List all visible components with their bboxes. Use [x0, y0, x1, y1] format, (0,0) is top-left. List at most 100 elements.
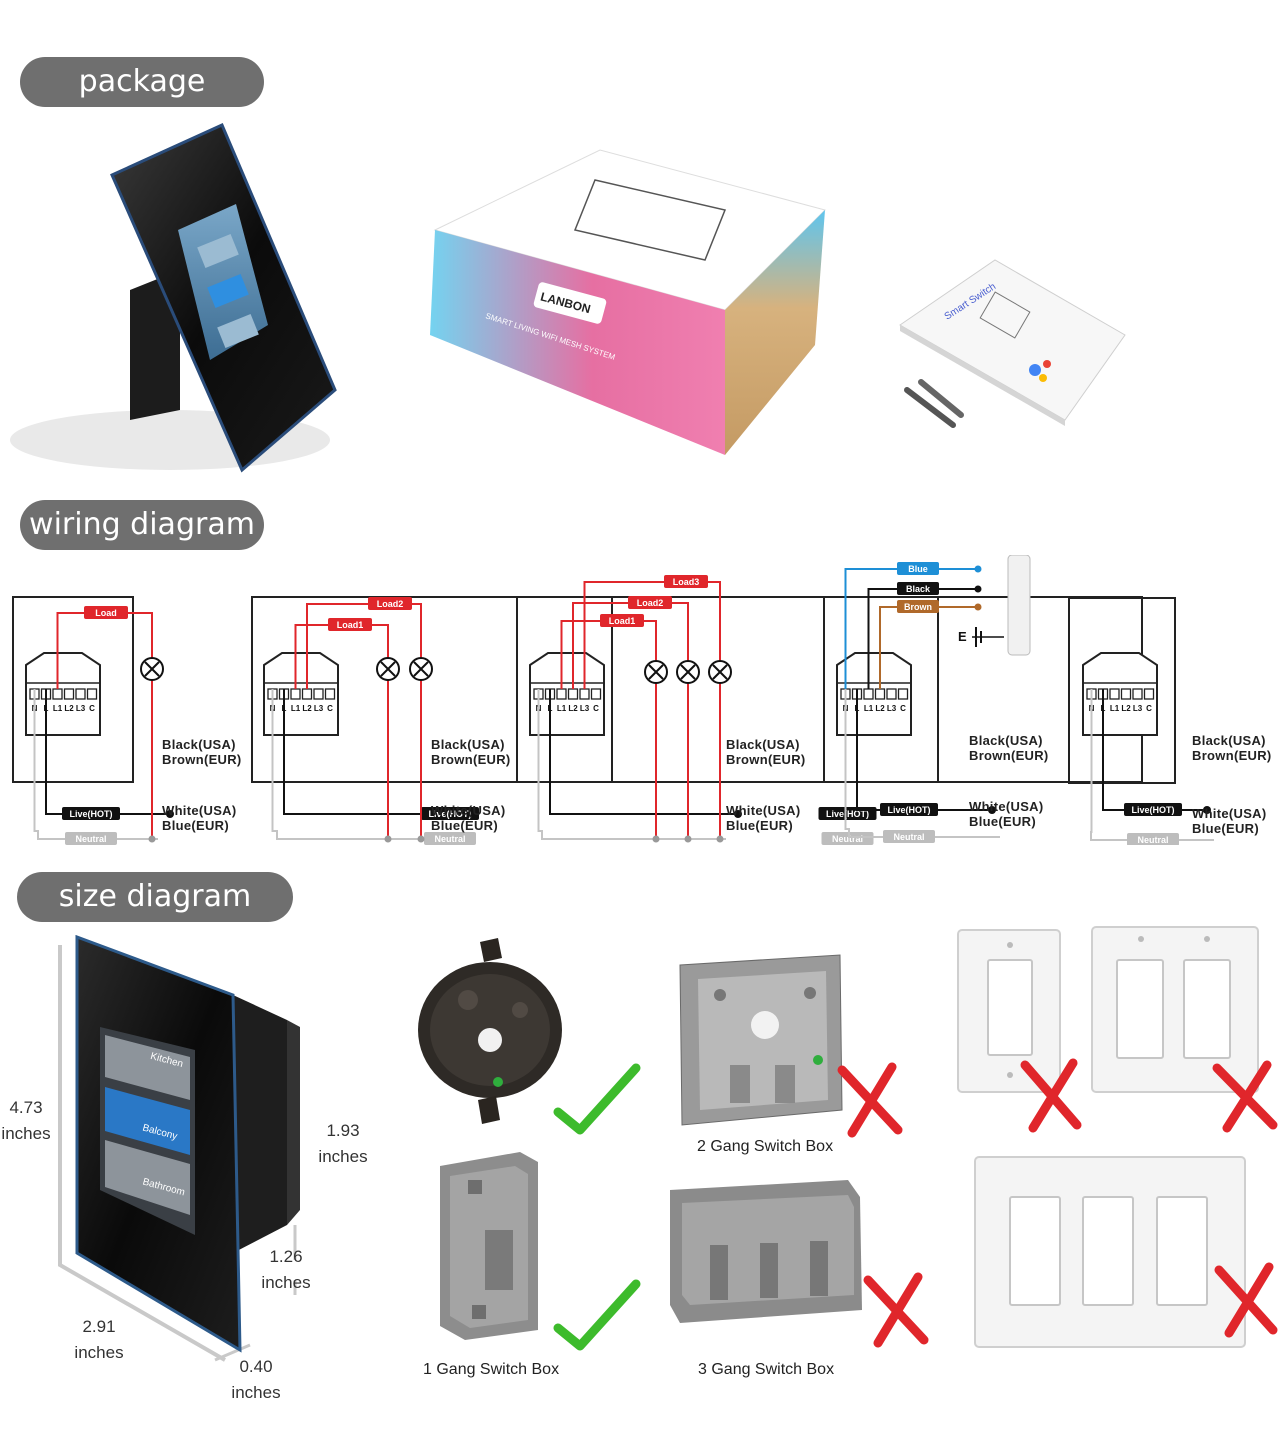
label-brown-eur-1: Brown(EUR) [162, 752, 242, 767]
terminal-label-5-5: C [1146, 704, 1152, 713]
label-brown-eur-3: Brown(EUR) [726, 752, 806, 767]
terminal-3-2 [556, 688, 567, 700]
terminal-3-3 [567, 688, 579, 700]
cross-icon-single-plate [1020, 1058, 1082, 1133]
terminal-5-4 [1132, 688, 1143, 700]
load-tag-3-2: Load3 [673, 577, 700, 587]
terminal-label-4-5: C [900, 704, 906, 713]
switch-module-4 [836, 652, 912, 736]
terminal-4-4 [886, 688, 897, 700]
curtain-wire-2 [879, 606, 978, 689]
label-blue-eur-3: Blue(EUR) [726, 818, 793, 833]
terminal-2-4 [313, 688, 324, 700]
neutral-tag-5-bg [1127, 833, 1179, 845]
terminal-label-3-3: L2 [568, 704, 578, 713]
load-tag-3-1-bg [628, 596, 672, 609]
section-title-wiring: wiring diagram [20, 500, 264, 550]
label-black-usa-4: Black(USA) [969, 733, 1043, 748]
neutral-tag-5: Neutral [1137, 835, 1168, 845]
terminal-1-4 [75, 688, 86, 700]
neutral-wire-3 [537, 689, 726, 840]
load-tag-2-0: Load1 [337, 620, 364, 630]
neutral-tag-4: Neutral [893, 832, 924, 842]
terminal-label-4-3: L2 [875, 704, 885, 713]
terminal-label-1-3: L2 [64, 704, 74, 713]
curtain-motor-image [1007, 555, 1031, 656]
neutral-tag-4-bg [883, 830, 935, 843]
terminal-1-3 [63, 688, 75, 700]
label-one-gang-box: 1 Gang Switch Box [423, 1361, 560, 1378]
terminal-label-1-4: L3 [76, 704, 86, 713]
terminal-4-3 [874, 688, 886, 700]
label-white-usa-1: White(USA) [162, 803, 237, 818]
terminal-2-3 [301, 688, 313, 700]
wiring-frame-2 [251, 596, 613, 783]
terminal-3-5 [590, 688, 602, 700]
live-tag-1-bg [62, 807, 120, 820]
load-tag-1-0-bg [84, 606, 128, 619]
terminal-label-2-3: L2 [302, 704, 312, 713]
live-wire-1 [45, 689, 170, 815]
curtain-tag-0-bg [897, 562, 939, 575]
switch-module-1 [25, 652, 101, 736]
live-wire-3 [549, 689, 738, 815]
label-black-usa-2: Black(USA) [431, 737, 505, 752]
cross-icon-two-gang [837, 1062, 903, 1138]
label-white-usa-2: White(USA) [431, 803, 506, 818]
neutral-tag-1-bg [65, 832, 117, 845]
label-three-gang-box: 3 Gang Switch Box [698, 1361, 835, 1378]
terminal-label-3-4: L3 [580, 704, 590, 713]
load-tag-3-1: Load2 [637, 598, 664, 608]
check-icon-round-box [553, 1063, 641, 1135]
load-tag-2-0-bg [328, 618, 372, 631]
product-box-image: LANBON SMART LIVING WIFI MESH SYSTEM [430, 149, 826, 455]
label-blue-eur-4: Blue(EUR) [969, 814, 1036, 829]
terminal-3-4 [579, 688, 590, 700]
load-tag-3-2-bg [664, 575, 708, 588]
live-tag-5-bg [1124, 803, 1182, 816]
live-tag-4-bg [880, 803, 938, 816]
terminal-label-2-5: C [327, 704, 333, 713]
neutral-wire-2 [271, 689, 427, 840]
label-brown-eur-5: Brown(EUR) [1192, 748, 1272, 763]
wiring-frame-4 [823, 596, 939, 783]
terminal-2-5 [324, 688, 336, 700]
neutral-tag-2: Neutral [434, 834, 465, 844]
label-white-usa-4: White(USA) [969, 799, 1044, 814]
neutral-tag-1: Neutral [75, 834, 106, 844]
section-title-package: package [20, 57, 264, 107]
curtain-wire-1 [867, 588, 978, 689]
live-tag-5: Live(HOT) [1131, 805, 1174, 815]
neutral-tag-2-bg [424, 832, 476, 845]
cross-icon-double-plate [1212, 1060, 1278, 1133]
label-brown-eur-2: Brown(EUR) [431, 752, 511, 767]
size-switch-image [58, 935, 300, 1362]
terminal-label-5-2: L1 [1110, 704, 1120, 713]
terminal-label-3-2: L1 [557, 704, 567, 713]
live-wire-4 [856, 689, 992, 811]
manual-and-screws-image: Smart Switch [899, 259, 1126, 428]
load-tag-3-0: Load1 [609, 616, 636, 626]
terminal-5-5 [1143, 688, 1155, 700]
load-wire-3-2 [583, 581, 721, 839]
label-blue-eur-2: Blue(EUR) [431, 818, 498, 833]
neutral-tag-3: Neutral [832, 834, 863, 844]
cross-icon-triple-plate [1214, 1262, 1278, 1338]
curtain-tag-1-bg [897, 582, 939, 595]
wiring-frame-1 [12, 596, 134, 783]
terminal-1-2 [52, 688, 63, 700]
wiring-frame-5 [1068, 597, 1176, 784]
section-title-size: size diagram [17, 872, 293, 922]
terminal-4-5 [897, 688, 909, 700]
neutral-tag-3-bg [821, 832, 874, 845]
load-tag-2-1: Load2 [377, 599, 404, 609]
label-black-usa-3: Black(USA) [726, 737, 800, 752]
load-wire-2-1 [306, 603, 422, 839]
incompatible-metal-boxes [670, 954, 929, 1348]
terminal-label-1-5: C [89, 704, 95, 713]
label-black-usa-5: Black(USA) [1192, 733, 1266, 748]
label-blue-eur-5: Blue(EUR) [1192, 821, 1259, 836]
